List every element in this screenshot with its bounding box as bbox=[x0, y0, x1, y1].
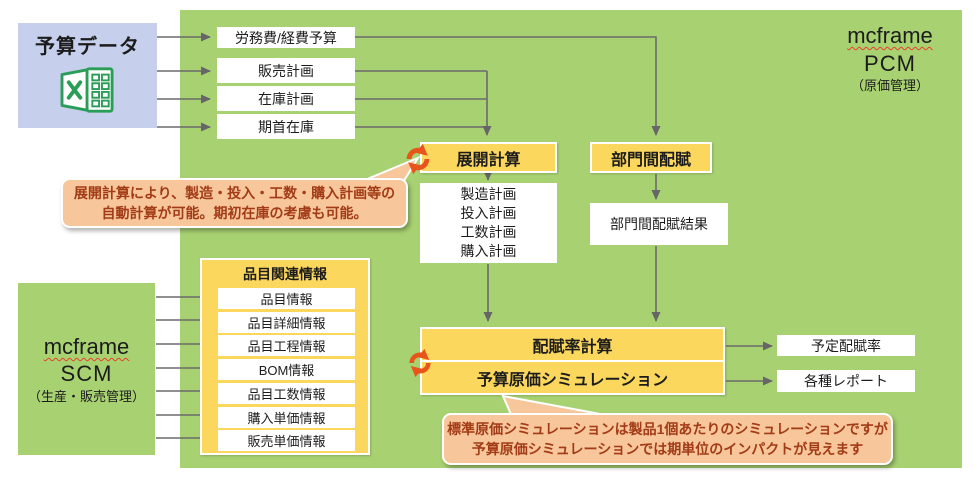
pcm-brand: mcframe bbox=[847, 23, 933, 48]
input-sales-plan: 販売計画 bbox=[217, 58, 355, 83]
item-row: 購入単価情報 bbox=[218, 407, 355, 428]
plan-results-box: 製造計画 投入計画 工数計画 購入計画 bbox=[420, 183, 557, 263]
input-opening-inventory: 期首在庫 bbox=[217, 114, 355, 139]
item-row: 品目情報 bbox=[218, 288, 355, 309]
refresh-icon bbox=[406, 143, 430, 175]
callout-line: 展開計算により、製造・投入・工数・購入計画等の bbox=[73, 184, 396, 201]
item-row: BOM情報 bbox=[218, 359, 355, 380]
allocation-simulation-box: 配賦率計算 予算原価シミュレーション bbox=[420, 327, 725, 395]
callout-line: 自動計算が可能。期初在庫の考慮も可能。 bbox=[101, 205, 368, 221]
callout-line: 予算原価シミュレーションでは期単位のインパクトが見えます bbox=[471, 441, 864, 457]
output-planned-allocation-rate: 予定配賦率 bbox=[777, 335, 915, 356]
item-row: 品目工数情報 bbox=[218, 383, 355, 404]
scm-brand: mcframe bbox=[43, 333, 130, 359]
item-info-container: 品目関連情報 品目情報 品目詳細情報 品目工程情報 BOM情報 品目工数情報 購… bbox=[200, 258, 370, 455]
scm-product-name: SCM bbox=[60, 361, 113, 387]
excel-icon bbox=[60, 67, 114, 113]
expand-calc-box: 展開計算 bbox=[420, 142, 557, 173]
dept-allocation-box: 部門間配賦 bbox=[590, 142, 712, 173]
budget-cost-sim-label: 予算原価シミュレーション bbox=[476, 371, 669, 389]
pcm-product-name: PCM bbox=[864, 50, 916, 76]
plan-line: 製造計画 bbox=[460, 186, 517, 202]
input-labor-expense-budget: 労務費/経費予算 bbox=[217, 27, 355, 48]
allocation-rate-calc-label: 配賦率計算 bbox=[422, 329, 723, 362]
plan-line: 投入計画 bbox=[460, 205, 517, 221]
dept-allocation-result-box: 部門間配賦結果 bbox=[590, 203, 728, 245]
plan-line: 購入計画 bbox=[460, 243, 517, 259]
callout-line: 標準原価シミュレーションは製品1個あたりのシミュレーションですが bbox=[447, 420, 888, 437]
refresh-icon bbox=[409, 348, 431, 378]
item-row: 販売単価情報 bbox=[218, 430, 355, 451]
output-various-reports: 各種レポート bbox=[777, 370, 915, 392]
budget-data-title: 予算データ bbox=[35, 36, 140, 58]
pcm-product-label: mcframe PCM （原価管理） bbox=[818, 22, 962, 94]
input-inventory-plan: 在庫計画 bbox=[217, 86, 355, 111]
expand-calc-callout: 展開計算により、製造・投入・工数・購入計画等の 自動計算が可能。期初在庫の考慮も… bbox=[61, 178, 408, 228]
item-row: 品目工程情報 bbox=[218, 335, 355, 356]
simulation-callout: 標準原価シミュレーションは製品1個あたりのシミュレーションですが 予算原価シミュ… bbox=[442, 413, 893, 465]
item-row: 品目詳細情報 bbox=[218, 312, 355, 333]
scm-product-box: mcframe SCM （生産・販売管理） bbox=[18, 283, 155, 455]
plan-line: 工数計画 bbox=[460, 224, 517, 240]
pcm-subtitle: （原価管理） bbox=[850, 78, 929, 93]
item-info-header: 品目関連情報 bbox=[243, 266, 327, 282]
scm-subtitle: （生産・販売管理） bbox=[27, 388, 145, 404]
budget-data-box: 予算データ bbox=[18, 23, 157, 128]
